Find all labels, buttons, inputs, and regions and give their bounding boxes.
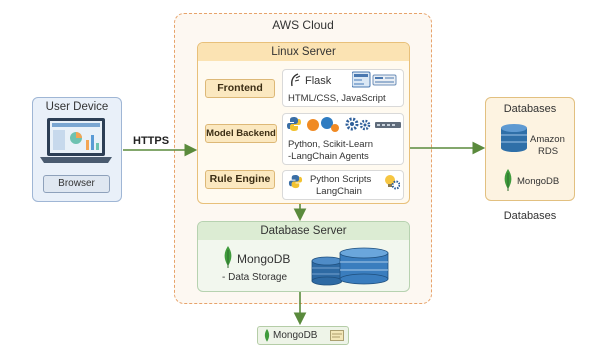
database-cylinders-icon (311, 247, 389, 286)
laptop-icon (40, 118, 112, 163)
document-icon (330, 330, 344, 341)
model-backend-card (282, 113, 404, 165)
mongodb-bottom-box (257, 326, 349, 345)
mongodb-leaf-icon (504, 169, 512, 191)
rule-engine-line1: Python Scripts (310, 174, 372, 185)
rule-engine-tag: Rule Engine (205, 170, 275, 189)
ui-window-icon (352, 71, 397, 88)
database-server-title: Database Server (198, 222, 409, 240)
https-label: HTTPS (133, 135, 170, 147)
database-server-mongodb-label: MongoDB (237, 252, 291, 266)
flask-icon (291, 73, 301, 87)
rule-engine-line2: LangChain (316, 186, 362, 197)
amazon-rds-icon (501, 124, 527, 152)
gear-icon (345, 117, 371, 131)
browser-button[interactable]: Browser (43, 175, 110, 193)
amazon-rds-line2: RDS (538, 146, 559, 157)
databases-box (485, 97, 575, 201)
chain-icon (375, 122, 401, 128)
python-icon (287, 117, 301, 131)
user-device-title: User Device (45, 101, 109, 113)
databases-caption: Databases (503, 210, 557, 222)
model-backend-line2: -LangChain Agents (288, 151, 369, 162)
rule-engine-card (282, 170, 404, 200)
frontend-line2: HTML/CSS, JavaScript (288, 93, 386, 104)
model-backend-tag: Model Backend (205, 124, 277, 143)
amazon-rds-line1: Amazon (530, 134, 565, 145)
python-icon (288, 174, 303, 189)
databases-mongodb-label: MongoDB (517, 176, 560, 187)
mongodb-leaf-icon (264, 329, 270, 342)
lightbulb-gear-icon (385, 175, 400, 190)
database-server-desc: - Data Storage (222, 272, 288, 283)
frontend-tag: Frontend (205, 79, 275, 98)
scikit-learn-icon (307, 117, 339, 132)
mongodb-bottom-label: MongoDB (273, 330, 318, 341)
model-backend-line1: Python, Scikit-Learn (288, 139, 374, 150)
aws-cloud-title: AWS Cloud (272, 18, 334, 32)
linux-server-title: Linux Server (198, 43, 409, 61)
databases-title: Databases (503, 103, 557, 115)
mongodb-leaf-icon (224, 246, 232, 268)
frontend-line1: Flask (305, 75, 332, 87)
